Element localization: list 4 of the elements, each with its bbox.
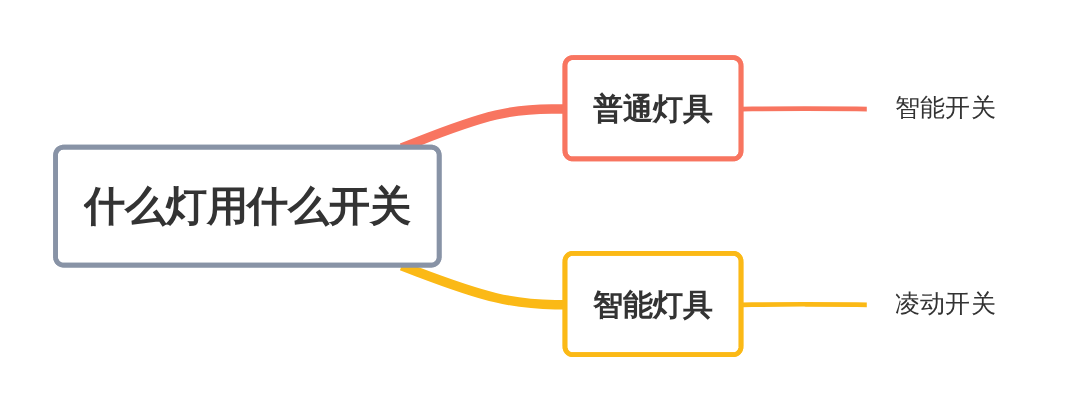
connector <box>742 106 868 112</box>
connector <box>742 302 868 308</box>
node-text: 智能开关 <box>895 92 996 123</box>
node-text: 凌动开关 <box>895 288 996 319</box>
